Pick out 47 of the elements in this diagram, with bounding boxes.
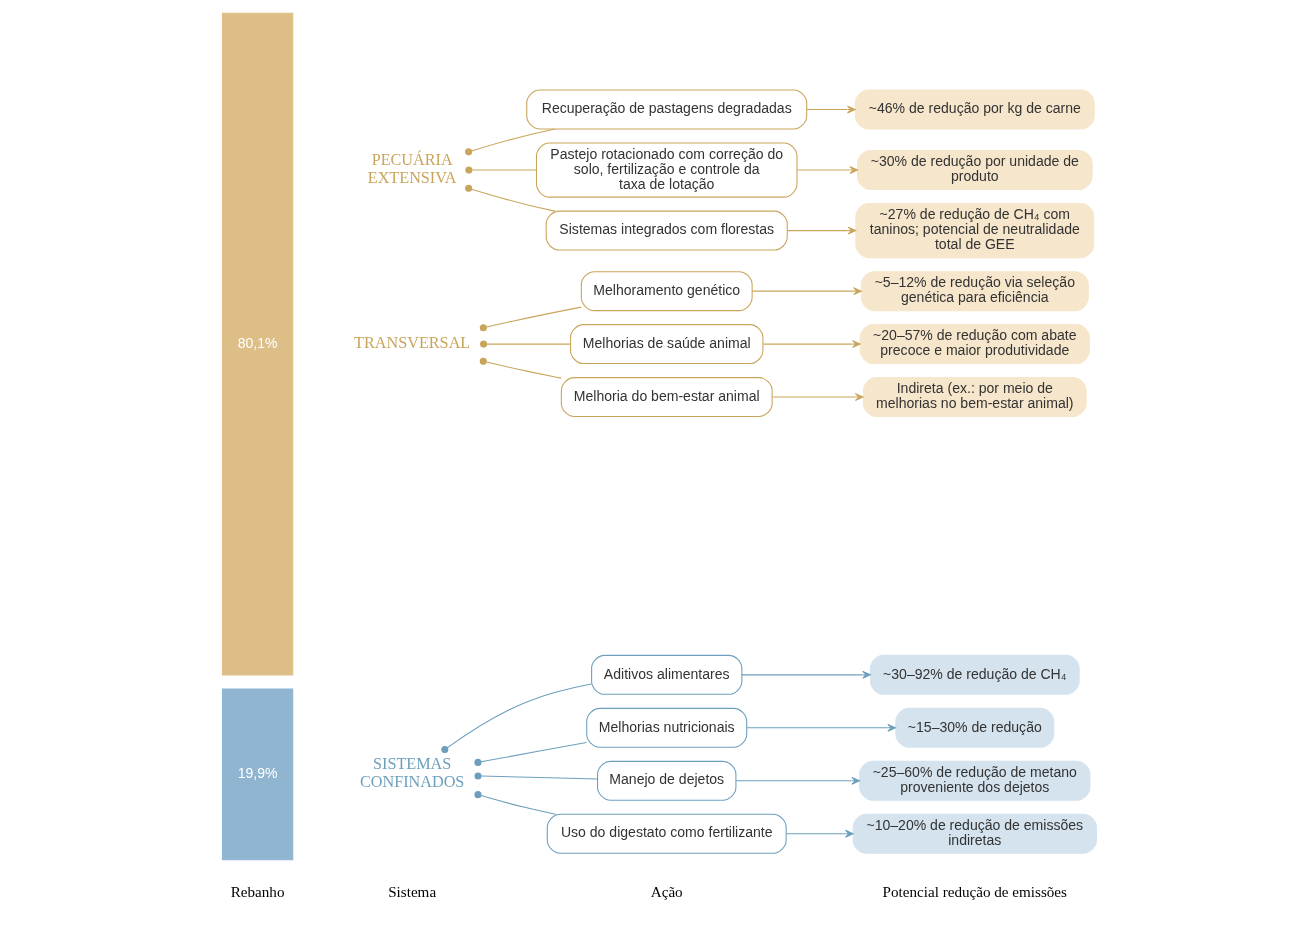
arrow [786,829,854,838]
arrow [771,392,864,401]
connector [474,790,557,815]
node-box: Melhorias nutricionais [586,707,748,748]
arrow [796,165,859,174]
node-box: Melhorias de saúde animal [570,323,764,364]
node-box: Pastejo rotacionado com correção do solo, fertilização e controle da taxa de lotação [535,142,798,198]
connector [479,357,562,379]
connector [480,340,571,348]
node-box: Recuperação de pastagens degradadas [526,89,808,130]
connector [474,771,598,780]
node-box: Manejo de dejetos [597,760,737,801]
node-text: TRANSVERSAL [354,333,471,352]
node-box: ~20–57% de redução com abate precoce e maior produtividade [859,323,1090,364]
node-box: ~30–92% de redução de CH₄ [869,654,1080,695]
node-text: SISTEMAS CONFINADOS [359,754,465,791]
node-box: Aditivos alimentares [591,654,743,695]
node-box: ~15–30% de redução [895,707,1055,748]
label: Ação [650,883,683,900]
node-box: 19,9% [221,687,294,860]
node-box: ~30% de redução por unidade de produto [857,149,1093,190]
arrow [786,226,857,235]
node-box: Sistemas integrados com florestas [545,210,788,251]
node-box: ~27% de redução de CH₄ com taninos; potencial de neutralidade total de GEE [855,202,1095,258]
connector [441,682,592,753]
arrow [746,723,896,732]
arrow [751,286,862,295]
node-box: Melhoria do bem-estar animal [560,376,773,417]
node-box: Melhoramento genético [580,270,753,311]
connector [465,166,537,174]
connector [474,741,587,766]
label: Sistema [388,883,437,900]
connector [479,306,582,331]
arrow [735,776,860,785]
arrow [762,339,861,348]
node-box: ~25–60% de redução de metano proveniente dos dejetos [859,760,1091,801]
node-box: 80,1% [221,12,294,675]
label: Rebanho [230,883,285,900]
node-box: ~5–12% de redução via seleção genética para eficiência [860,270,1089,311]
node-box: ~46% de redução por kg de carne [854,89,1095,130]
node-box: Uso do digestato como fertilizante [546,813,787,854]
node-box: Indireta (ex.: por meio de melhorias no bem-estar animal) [862,376,1087,417]
node-box: ~10–20% de redução de emissões indiretas [852,813,1097,854]
arrow [741,670,871,679]
arrow [806,105,856,113]
node-text: PECUÁRIA EXTENSIVA [367,150,457,187]
label: Potencial redução de emissões [882,883,1067,900]
